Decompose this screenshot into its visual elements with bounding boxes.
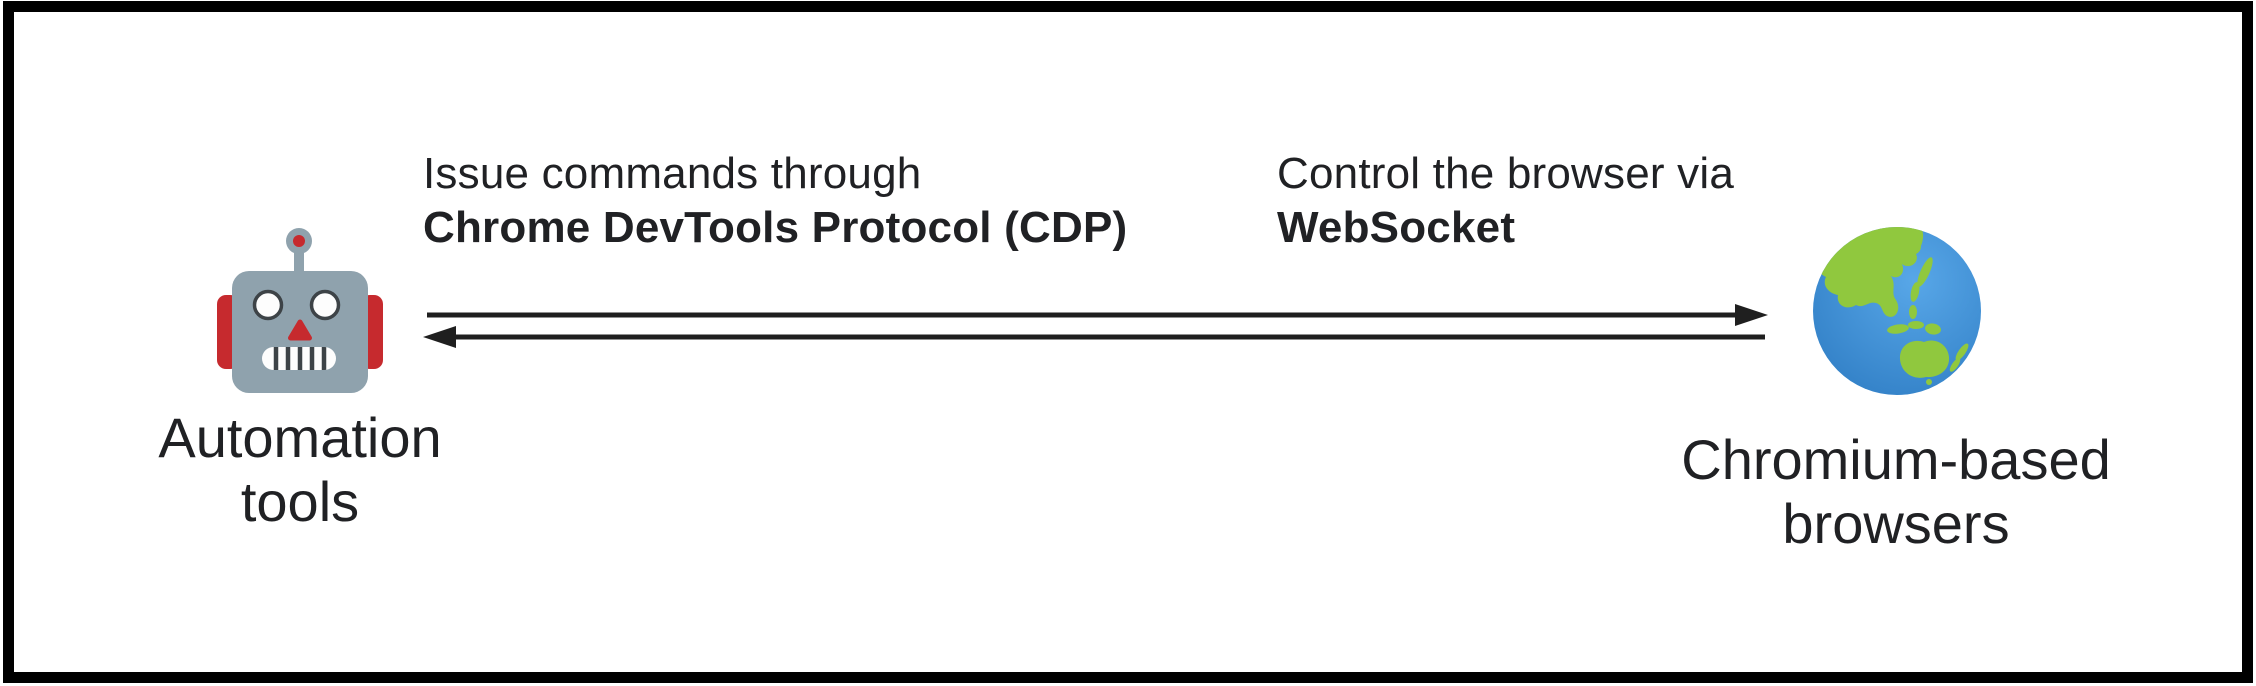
arrow-left xyxy=(423,326,1765,348)
robot-nose xyxy=(288,319,312,341)
antenna-dot xyxy=(293,235,305,247)
websocket-annotation: Control the browser via WebSocket xyxy=(1277,147,1734,255)
right-node-label-line2: browsers xyxy=(1782,492,2010,555)
robot-eye-left xyxy=(252,289,284,321)
connection-arrows xyxy=(423,304,1768,348)
right-node-label-line1: Chromium-based xyxy=(1681,428,2111,491)
websocket-annotation-line2: WebSocket xyxy=(1277,203,1516,252)
right-node-label: Chromium-based browsers xyxy=(1646,428,2146,556)
arrow-right xyxy=(427,304,1768,326)
arrow-right-head xyxy=(1735,304,1768,326)
left-node-label-line1: Automation xyxy=(158,406,442,469)
websocket-annotation-line1: Control the browser via xyxy=(1277,149,1735,198)
robot-eye-right xyxy=(309,289,341,321)
cdp-annotation: Issue commands through Chrome DevTools P… xyxy=(423,147,1127,255)
arrow-left-head xyxy=(423,326,456,348)
robot-icon xyxy=(217,228,383,393)
globe-icon xyxy=(1813,227,1981,395)
left-node-label: Automation tools xyxy=(100,406,500,534)
cdp-annotation-line2: Chrome DevTools Protocol (CDP) xyxy=(423,203,1128,252)
left-node-label-line2: tools xyxy=(240,470,360,533)
cdp-annotation-line1: Issue commands through xyxy=(423,149,922,198)
